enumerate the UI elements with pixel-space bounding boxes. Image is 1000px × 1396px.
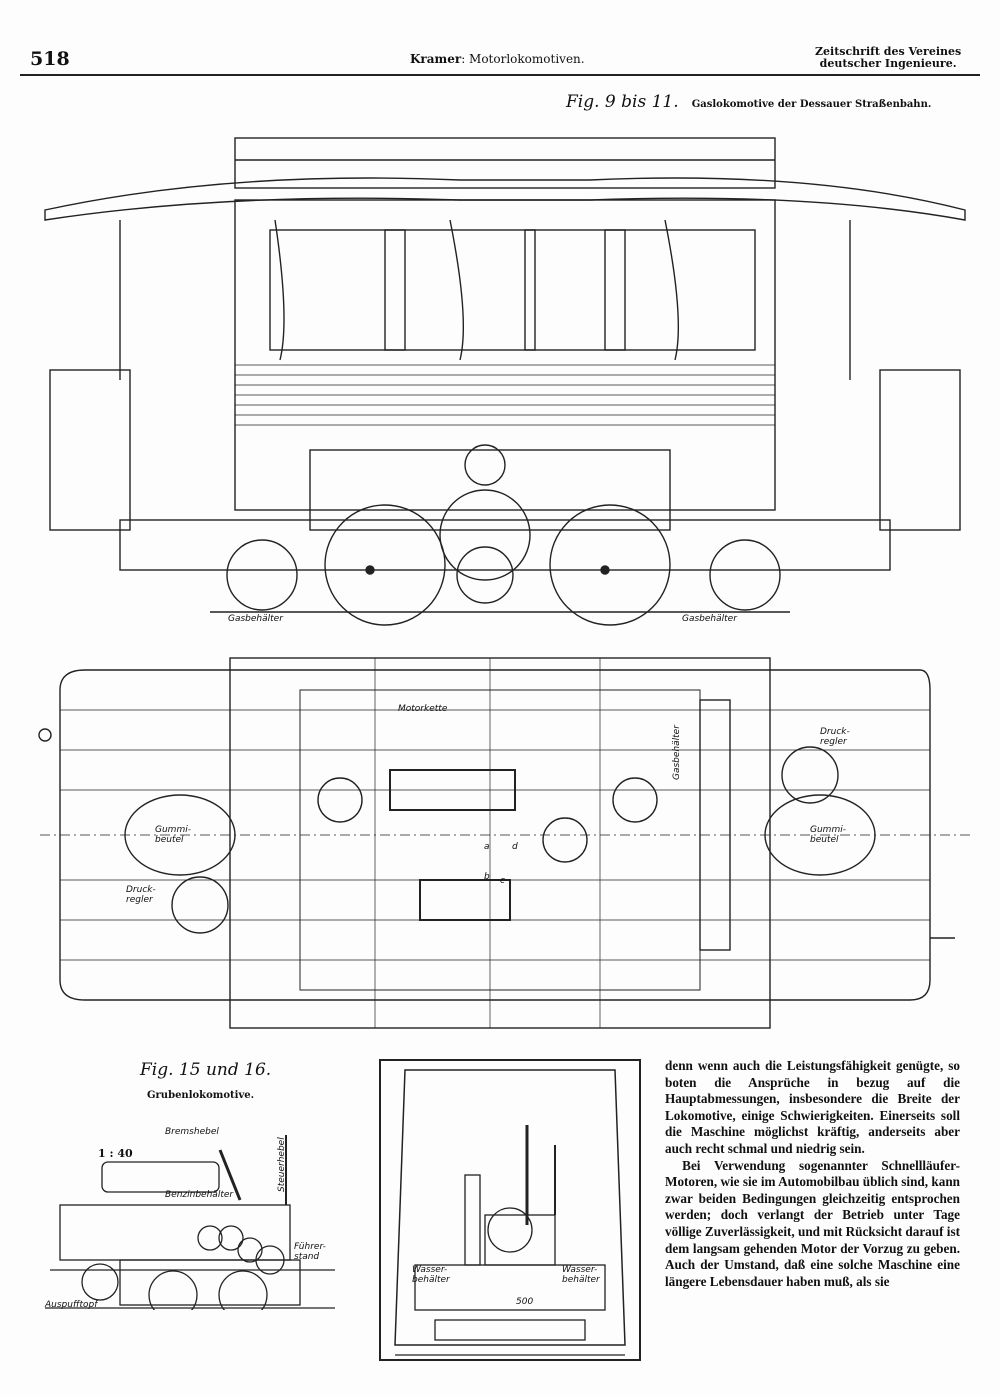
engine-housing [309,449,671,531]
label-b: b [484,872,490,882]
label-a: a [484,842,490,852]
clerestory [234,137,776,189]
article-title: Motorlokomotiven. [469,52,585,66]
label-druckregler-right: Druck-regler [820,727,850,747]
author: Kramer [410,52,462,66]
label-fuehrerstand: Führer-stand [294,1242,326,1262]
label-dimension-500: 500 [516,1297,534,1307]
label-wasserbehaelter-right: Wasser-behälter [562,1265,600,1285]
underframe [119,519,891,571]
fig-15-16-caption: Fig. 15 und 16. [140,1060,272,1080]
page-number: 518 [30,48,70,70]
figure-subtitle: Gaslokomotive der Dessauer Straßenbahn. [691,99,932,110]
body-outline [59,669,931,1001]
label-motorkette: Motorkette [398,704,448,714]
front-platform [49,369,131,531]
label-gasbehaelter-vertical: Gasbehälter [672,725,682,780]
label-bremshebel: Bremshebel [165,1127,219,1137]
label-wasserbehaelter-left: Wasser-behälter [412,1265,450,1285]
mine-locomotive-side-drawing [45,1135,335,1310]
wheel [226,539,298,611]
scale-label: 1 : 40 [98,1147,133,1160]
fig-15-16-subtitle: Grubenlokomotive. [147,1090,255,1101]
paragraph: denn wenn auch die Leistungsfähigkeit ge… [665,1058,960,1156]
wheel [549,504,671,626]
body-text-column: denn wenn auch die Leistungsfähigkeit ge… [665,1058,960,1290]
label-benzinbehaelter: Benzinbehälter [165,1190,234,1200]
figure-number: Fig. 9 bis 11. [566,92,679,112]
label-gummibeutel-right: Gummi-beutel [810,825,846,845]
tunnel-cross-section-drawing [379,1059,641,1361]
fig-9-11-caption: Fig. 9 bis 11. Gaslokomotive der Dessaue… [566,92,931,112]
label-steuerhebel: Steuerhebel [277,1137,287,1192]
running-title: Kramer: Motorlokomotiven. [410,52,585,66]
label-gasbehaelter-right: Gasbehälter [682,614,737,624]
tram-side-elevation-drawing [44,137,966,626]
frame [229,657,771,1029]
header-rule [20,74,980,76]
label-druckregler-left: Druck-regler [126,885,156,905]
tram-plan-view-drawing [38,657,970,1029]
wheel [324,504,446,626]
gummibeutel-right [764,794,876,876]
journal-line-1: Zeitschrift des Vereines [815,45,962,58]
label-d: d [512,842,518,852]
label-gummibeutel-left: Gummi-beutel [155,825,191,845]
label-auspufftopf: Auspufftopf [45,1300,98,1310]
car-body [234,199,776,511]
journal-line-2: deutscher Ingenieure. [819,57,957,70]
roof [44,177,966,221]
paragraph: Bei Verwendung sogenannter Schnellläufer… [665,1157,960,1289]
wheel [709,539,781,611]
label-gasbehaelter-left: Gasbehälter [228,614,283,624]
label-c: c [500,876,505,886]
rear-platform [879,369,961,531]
gummibeutel-left [124,794,236,876]
